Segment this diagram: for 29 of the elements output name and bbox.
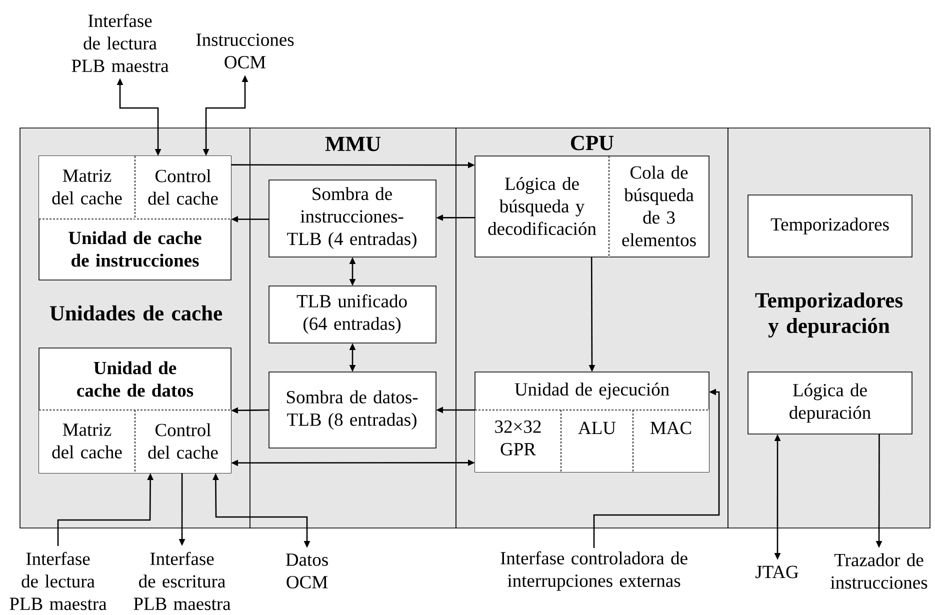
function-box: Sombra de datos-TLB (8 entradas)	[268, 372, 436, 448]
signal-label: Interfase de lectura PLB maestra	[10, 552, 107, 610]
signal-label: Datos OCM	[286, 554, 328, 588]
function-cell: Control del cache	[135, 156, 231, 219]
function-cell: Control del cache	[135, 410, 231, 473]
node-label: Control del cache	[148, 169, 218, 205]
function-cell: Matriz del cache	[39, 410, 135, 473]
function-box: Temporizadores	[748, 194, 912, 258]
node-label: MAC	[650, 422, 692, 434]
node-label: 32×32 GPR	[495, 420, 541, 456]
function-cell: ALU	[561, 410, 633, 472]
function-box: Lógica de depuración	[748, 372, 912, 434]
signal-label: JTAG	[756, 566, 798, 578]
node-label: ALU	[578, 422, 616, 434]
function-cell: Matriz del cache	[39, 156, 135, 219]
function-cell: 32×32 GPR	[475, 410, 561, 472]
function-box: Cola de búsqueda de 3 elementos	[608, 156, 710, 258]
signal-label: Interfase de escritura PLB maestra	[134, 552, 231, 610]
signal-label: Interfase controladora de interrupciones externas	[500, 551, 688, 591]
node-label: Control del cache	[148, 423, 218, 459]
signal-label: Trazador de instrucciones	[830, 553, 928, 589]
signal-label: Instrucciones OCM	[196, 34, 294, 68]
node-label: Matriz del cache	[52, 170, 122, 204]
function-box: Sombra de instrucciones-TLB (4 entradas)	[268, 180, 436, 258]
signal-label: Interfase de lectura PLB maestra	[72, 14, 169, 72]
function-cell: MAC	[633, 410, 709, 472]
node-label: Matriz del cache	[52, 424, 122, 458]
function-box: TLB unificado (64 entradas)	[268, 286, 436, 344]
function-box: Lógica de búsqueda y decodificación	[474, 156, 610, 258]
